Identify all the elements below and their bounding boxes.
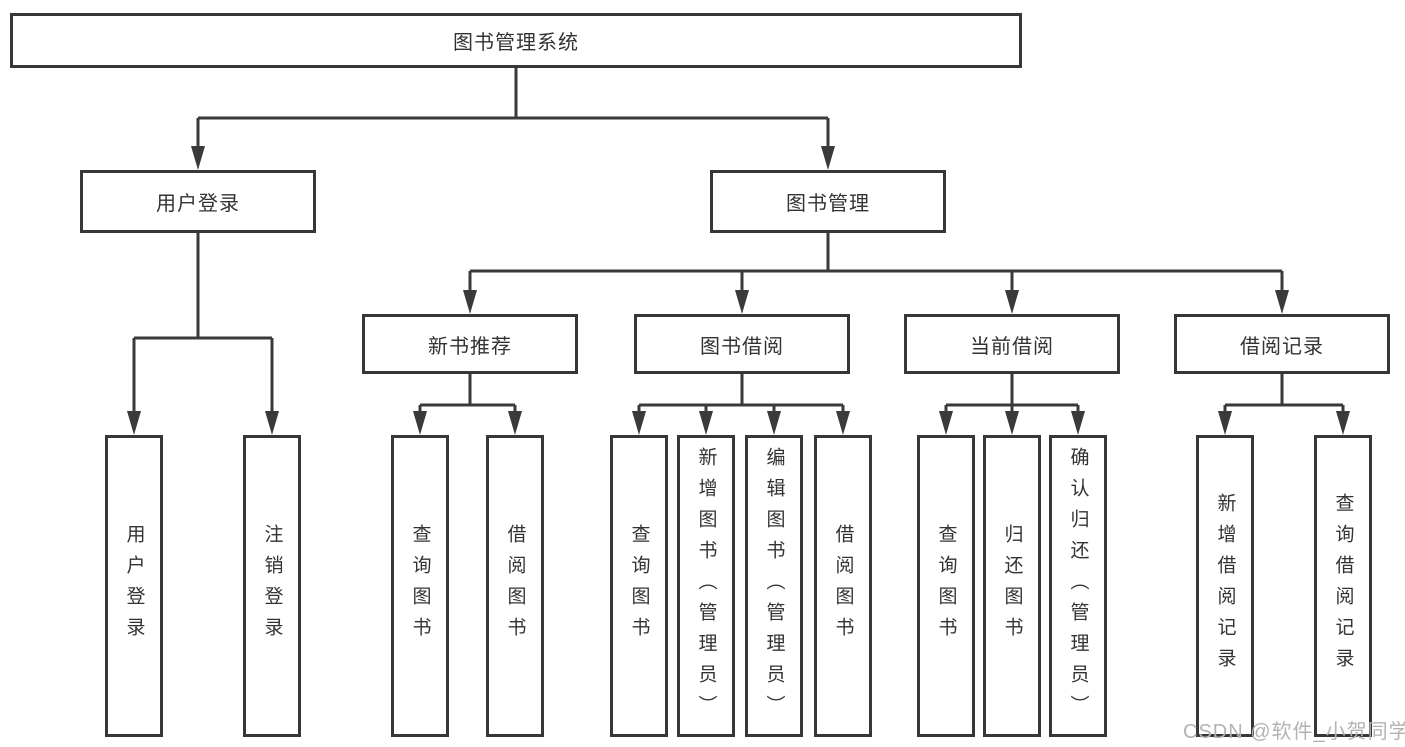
- leaf-return-books-label: 归还图书: [1001, 524, 1023, 648]
- node-borrow-record-label: 借阅记录: [1240, 335, 1324, 358]
- leaf-query-books-borrow-label: 查询图书: [628, 524, 650, 648]
- node-current-borrow: 当前借阅: [904, 314, 1120, 374]
- node-current-borrow-label: 当前借阅: [970, 335, 1054, 358]
- node-book-management-label: 图书管理: [786, 193, 870, 215]
- leaf-add-borrow-record-label: 新增借阅记录: [1214, 493, 1236, 679]
- node-book-borrow-label: 图书借阅: [700, 335, 784, 358]
- node-book-management: 图书管理: [710, 170, 946, 233]
- leaf-query-books-recommend: 查询图书: [391, 435, 449, 737]
- leaf-logout: 注销登录: [243, 435, 301, 737]
- leaf-add-books-admin: 新增图书（管理员）: [677, 435, 735, 737]
- leaf-edit-books-admin: 编辑图书（管理员）: [745, 435, 803, 737]
- leaf-query-borrow-record: 查询借阅记录: [1314, 435, 1372, 737]
- node-user-login-label: 用户登录: [156, 193, 240, 215]
- leaf-user-login-label: 用户登录: [123, 524, 145, 648]
- leaf-query-books-borrow: 查询图书: [610, 435, 668, 737]
- leaf-query-borrow-record-label: 查询借阅记录: [1332, 493, 1354, 679]
- leaf-add-books-admin-label: 新增图书（管理员）: [695, 446, 717, 726]
- leaf-borrow-books: 借阅图书: [814, 435, 872, 737]
- leaf-return-books: 归还图书: [983, 435, 1041, 737]
- leaf-confirm-return-admin: 确认归还（管理员）: [1049, 435, 1107, 737]
- leaf-user-login: 用户登录: [105, 435, 163, 737]
- node-root-system: 图书管理系统: [10, 13, 1022, 68]
- leaf-query-books-current-label: 查询图书: [935, 524, 957, 648]
- leaf-add-borrow-record: 新增借阅记录: [1196, 435, 1254, 737]
- leaf-confirm-return-admin-label: 确认归还（管理员）: [1067, 446, 1089, 726]
- leaf-borrow-books-label: 借阅图书: [832, 524, 854, 648]
- leaf-query-books-current: 查询图书: [917, 435, 975, 737]
- node-root-system-label: 图书管理系统: [453, 32, 579, 54]
- leaf-borrow-books-recommend-label: 借阅图书: [504, 524, 526, 648]
- leaf-borrow-books-recommend: 借阅图书: [486, 435, 544, 737]
- arrowhead-icons: [127, 146, 1350, 435]
- node-book-borrow: 图书借阅: [634, 314, 850, 374]
- leaf-logout-label: 注销登录: [261, 524, 283, 648]
- leaf-query-books-recommend-label: 查询图书: [409, 524, 431, 648]
- leaf-edit-books-admin-label: 编辑图书（管理员）: [763, 446, 785, 726]
- node-user-login: 用户登录: [80, 170, 316, 233]
- node-new-book-recommend: 新书推荐: [362, 314, 578, 374]
- csdn-watermark: CSDN @软件_小贺同学: [1183, 721, 1405, 743]
- node-borrow-record: 借阅记录: [1174, 314, 1390, 374]
- node-new-book-recommend-label: 新书推荐: [428, 335, 512, 358]
